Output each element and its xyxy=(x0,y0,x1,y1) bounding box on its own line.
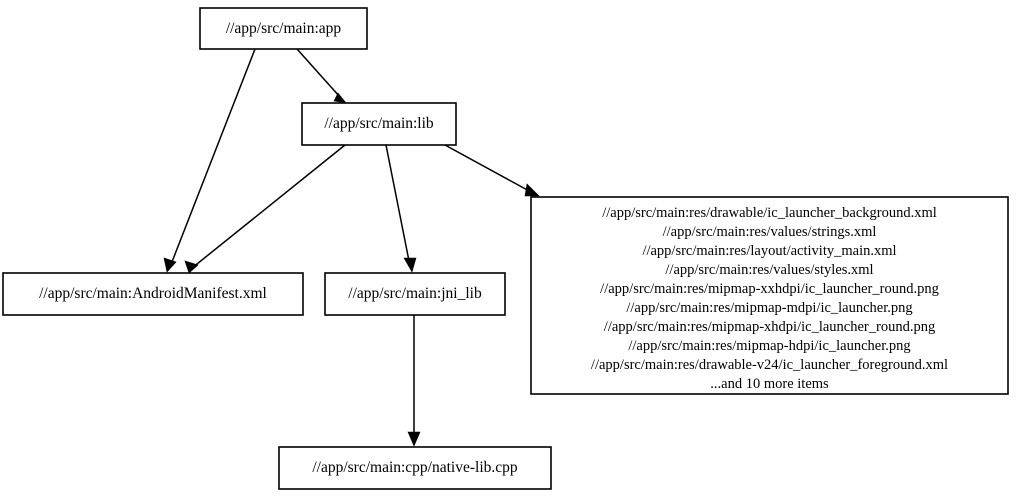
node-res-line-7: //app/src/main:res/mipmap-hdpi/ic_launch… xyxy=(628,338,910,354)
node-layer: //app/src/main:app //app/src/main:lib //… xyxy=(2,7,1009,490)
edge-line xyxy=(169,48,256,268)
node-res-bundle[interactable]: //app/src/main:res/drawable/ic_launcher_… xyxy=(530,196,1009,395)
node-app[interactable]: //app/src/main:app xyxy=(199,7,368,50)
node-android-manifest[interactable]: //app/src/main:AndroidManifest.xml xyxy=(2,272,304,316)
node-box[interactable] xyxy=(199,7,368,50)
edge-line xyxy=(296,48,341,98)
edge-line xyxy=(444,144,532,193)
node-res-line-0: //app/src/main:res/drawable/ic_launcher_… xyxy=(602,205,937,221)
edge-jni-lib-to-native-lib xyxy=(407,315,421,447)
edge-lib-to-res-bundle xyxy=(444,144,540,197)
node-jni-lib[interactable]: //app/src/main:jni_lib xyxy=(324,272,506,316)
node-box[interactable] xyxy=(324,272,506,316)
node-res-line-9: ...and 10 more items xyxy=(710,376,829,392)
node-res-line-2: //app/src/main:res/layout/activity_main.… xyxy=(642,243,896,259)
node-lib[interactable]: //app/src/main:lib xyxy=(301,102,457,146)
arrowhead-icon xyxy=(524,183,540,197)
node-label-lib: //app/src/main:lib xyxy=(324,115,434,132)
node-box[interactable] xyxy=(278,446,552,490)
node-label-android-manifest: //app/src/main:AndroidManifest.xml xyxy=(39,285,267,302)
edge-app-to-lib xyxy=(296,48,347,104)
arrowhead-icon xyxy=(333,92,347,104)
node-box[interactable] xyxy=(301,102,457,146)
arrowhead-icon xyxy=(184,260,199,274)
node-res-line-8: //app/src/main:res/drawable-v24/ic_launc… xyxy=(591,357,948,373)
arrowhead-icon xyxy=(163,257,177,273)
node-res-line-4: //app/src/main:res/mipmap-xxhdpi/ic_laun… xyxy=(600,281,939,297)
arrowhead-icon xyxy=(407,431,421,447)
edge-lib-to-manifest xyxy=(184,144,346,274)
edge-line xyxy=(191,144,346,269)
node-label-app: //app/src/main:app xyxy=(226,20,342,37)
edge-lib-to-jni-lib xyxy=(385,144,417,273)
edge-line xyxy=(385,144,411,267)
node-box[interactable] xyxy=(530,196,1009,395)
node-native-lib[interactable]: //app/src/main:cpp/native-lib.cpp xyxy=(278,446,552,490)
edge-app-to-manifest xyxy=(163,48,256,273)
node-box[interactable] xyxy=(2,272,304,316)
node-label-jni-lib: //app/src/main:jni_lib xyxy=(348,285,482,302)
edge-layer xyxy=(163,48,540,447)
arrowhead-icon xyxy=(403,257,417,273)
node-res-line-3: //app/src/main:res/values/styles.xml xyxy=(665,262,873,278)
node-res-line-1: //app/src/main:res/values/strings.xml xyxy=(663,224,877,240)
node-label-native-lib: //app/src/main:cpp/native-lib.cpp xyxy=(312,459,518,476)
node-res-line-6: //app/src/main:res/mipmap-xhdpi/ic_launc… xyxy=(604,319,935,335)
node-res-line-5: //app/src/main:res/mipmap-mdpi/ic_launch… xyxy=(626,300,912,316)
